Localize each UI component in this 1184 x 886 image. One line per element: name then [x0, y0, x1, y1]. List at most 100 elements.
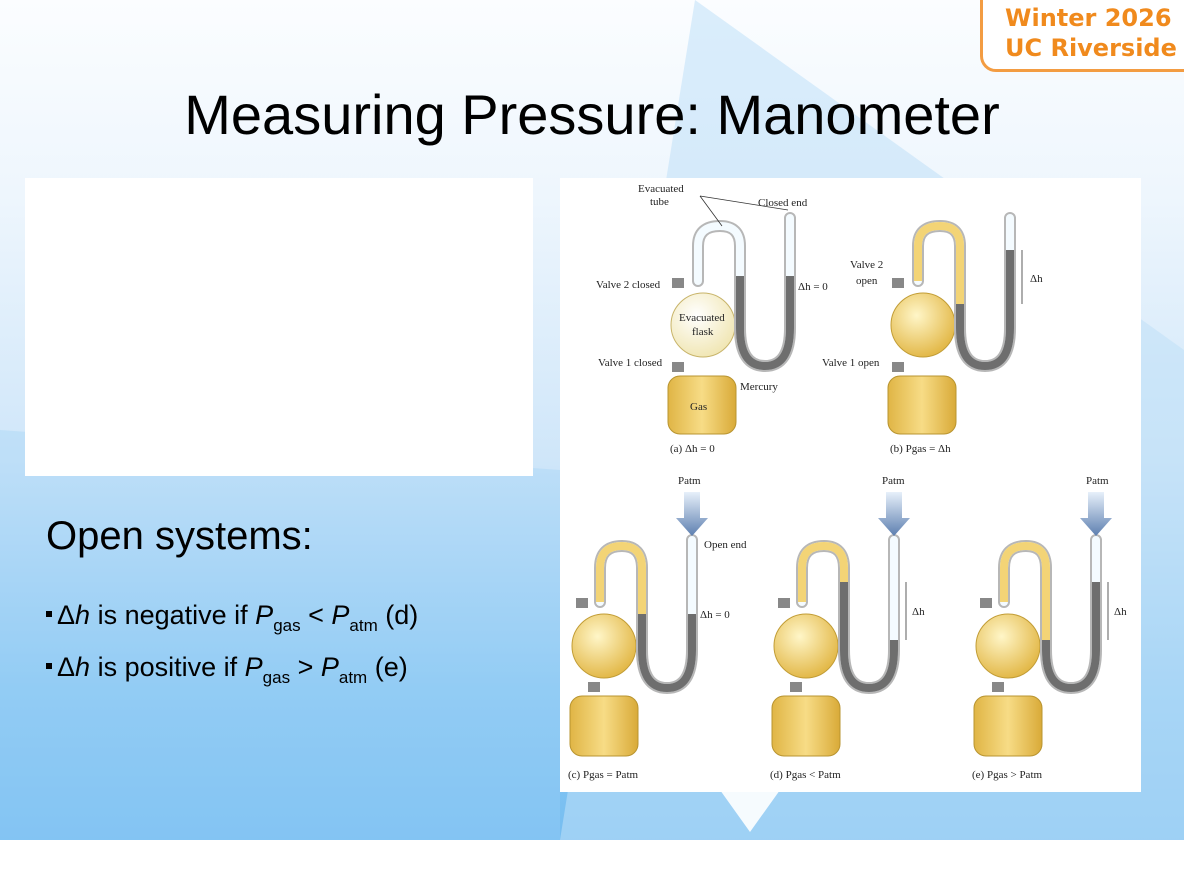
leader-line [699, 195, 789, 211]
manometer-figure: Evacuated tube Closed end Valve 2 closed… [560, 178, 1141, 792]
caption-c: (c) Pgas = Patm [568, 769, 638, 781]
label-evacuated: Evacuated [638, 183, 684, 195]
h-variable: h [75, 652, 91, 682]
gas-subscript: gas [273, 616, 301, 635]
panel-b: Δh Valve 2 open Valve 1 open (b) Pgas = … [822, 212, 1043, 455]
valve-2 [576, 598, 588, 608]
background-band [0, 430, 560, 840]
p-gas-symbol: P [244, 652, 263, 682]
p-gas-symbol: P [255, 600, 274, 630]
caption-b: (b) Pgas = Δh [890, 443, 951, 455]
label-p-atm: Patm [882, 475, 905, 487]
gas-fill [914, 221, 964, 304]
badge-term: Winter 2026 [1005, 4, 1172, 32]
background-notch [720, 790, 780, 832]
atmospheric-pressure-arrow-icon [676, 492, 708, 536]
atm-subscript: atm [338, 668, 368, 687]
panel-a: Evacuated tube Closed end Valve 2 closed… [596, 183, 828, 455]
delta-symbol: Δ [57, 652, 76, 682]
gas-flask [890, 292, 956, 358]
gas-cylinder [887, 375, 957, 435]
caption-a: (a) Δh = 0 [670, 443, 715, 455]
mercury-column [840, 582, 898, 693]
gas-subscript: gas [262, 668, 291, 687]
label-valve1-open: Valve 1 open [822, 357, 880, 369]
bullet-text: is positive if [90, 652, 245, 682]
course-badge: Winter 2026 UC Riverside [980, 0, 1184, 72]
label-valve2-closed: Valve 2 closed [596, 279, 661, 291]
blank-panel [25, 178, 533, 476]
label-gas: Gas [690, 401, 707, 413]
p-atm-symbol: P [320, 652, 339, 682]
gas-flask [773, 613, 839, 679]
gas-flask [975, 613, 1041, 679]
label-p-atm: Patm [1086, 475, 1109, 487]
bullet-square-icon [46, 610, 52, 617]
label-mercury: Mercury [740, 381, 778, 393]
bullet-negative: Δh is negative if Pgas < Patm (d) [46, 598, 418, 650]
label-flask: flask [692, 326, 714, 338]
label-valve1-closed: Valve 1 closed [598, 357, 663, 369]
label-valve2: Valve 2 [850, 259, 883, 271]
label-evacuated-flask: Evacuated [679, 312, 725, 324]
valve-1 [992, 682, 1004, 692]
badge-school: UC Riverside [1005, 34, 1177, 62]
mercury-column [736, 276, 794, 371]
gas-fill [596, 541, 646, 614]
valve-1 [892, 362, 904, 372]
gas-cylinder [667, 375, 737, 435]
valve-1 [588, 682, 600, 692]
atm-subscript: atm [349, 616, 378, 635]
label-delta-h-zero: Δh = 0 [700, 609, 730, 621]
label-p-atm: Patm [678, 475, 701, 487]
label-open-end: Open end [704, 539, 747, 551]
bullet-list: Δh is negative if Pgas < Patm (d) Δh is … [46, 598, 418, 702]
evacuated-flask [670, 292, 736, 358]
p-atm-symbol: P [331, 600, 350, 630]
valve-2 [672, 278, 684, 288]
label-open: open [856, 275, 878, 287]
valve-2 [778, 598, 790, 608]
panel-ref: (d) [377, 600, 419, 630]
mercury-column [638, 614, 696, 693]
valve-1 [672, 362, 684, 372]
bullet-square-icon [46, 662, 52, 669]
gas-fill [798, 541, 848, 602]
bullet-text: is negative if [90, 600, 256, 630]
caption-d: (d) Pgas < Patm [770, 769, 841, 781]
valve-1 [790, 682, 802, 692]
mercury-column [956, 250, 1014, 371]
label-delta-h: Δh [1114, 606, 1127, 618]
label-tube: tube [650, 196, 669, 208]
h-variable: h [75, 600, 91, 630]
label-delta-h: Δh [912, 606, 925, 618]
label-delta-h-zero: Δh = 0 [798, 281, 828, 293]
bullet-positive: Δh is positive if Pgas > Patm (e) [46, 650, 418, 702]
panel-e: Patm Δh (e) Pgas > Patm [972, 475, 1127, 781]
mercury-column [1042, 582, 1100, 693]
delta-symbol: Δ [57, 600, 76, 630]
panel-c: Patm Open end Δh = 0 (c) Pgas = Patm [568, 475, 747, 781]
atmospheric-pressure-arrow-icon [1080, 492, 1112, 536]
valve-2 [980, 598, 992, 608]
caption-e: (e) Pgas > Patm [972, 769, 1042, 781]
atmospheric-pressure-arrow-icon [878, 492, 910, 536]
gas-cylinder [973, 695, 1043, 757]
valve-2 [892, 278, 904, 288]
panel-ref: (e) [367, 652, 408, 682]
gas-fill [1000, 541, 1050, 640]
operator: > [290, 652, 321, 682]
gas-flask [571, 613, 637, 679]
gas-cylinder [771, 695, 841, 757]
panel-d: Patm Δh (d) Pgas < Patm [770, 475, 925, 781]
label-closed-end: Closed end [758, 197, 808, 209]
slide-title: Measuring Pressure: Manometer [184, 83, 1000, 146]
manometer-diagram: Evacuated tube Closed end Valve 2 closed… [568, 183, 1127, 781]
operator: < [300, 600, 332, 630]
gas-cylinder [569, 695, 639, 757]
leader-line [699, 195, 723, 227]
bottom-strip [0, 840, 1184, 886]
label-delta-h: Δh [1030, 273, 1043, 285]
open-systems-heading: Open systems: [46, 514, 313, 558]
